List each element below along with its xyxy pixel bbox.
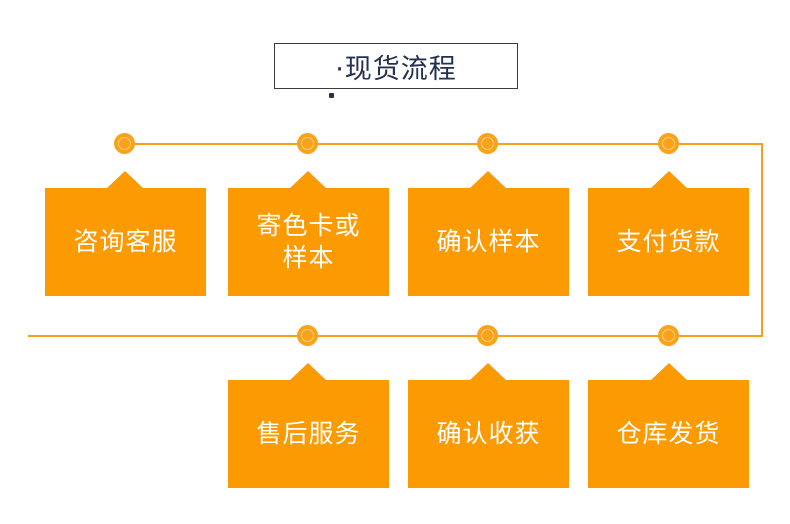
step-box-step-4[interactable]: 支付货款 xyxy=(588,188,749,296)
step-label-step-6: 确认收获 xyxy=(436,419,541,448)
step-box-step-1[interactable]: 咨询客服 xyxy=(45,188,206,296)
step-label-step-5: 仓库发货 xyxy=(616,419,721,448)
step-label-step-2: 寄色卡或 样本 xyxy=(256,211,361,272)
pointer-triangle-step-3 xyxy=(470,171,506,188)
pointer-triangle-step-7 xyxy=(290,363,326,380)
step-box-step-5[interactable]: 仓库发货 xyxy=(588,380,749,488)
title-frame xyxy=(274,43,518,89)
step-label-step-7: 售后服务 xyxy=(256,419,361,448)
node-dot-step-3[interactable] xyxy=(477,133,498,154)
node-dot-step-5[interactable] xyxy=(658,325,679,346)
page-title: ·现货流程 xyxy=(335,53,457,85)
title-bullet-icon xyxy=(329,93,334,98)
pointer-triangle-step-6 xyxy=(470,363,506,380)
connector-line-vertical-right xyxy=(761,143,763,337)
node-dot-step-7[interactable] xyxy=(297,325,318,346)
step-label-step-4: 支付货款 xyxy=(616,227,721,256)
pointer-triangle-step-4 xyxy=(651,171,687,188)
step-box-step-6[interactable]: 确认收获 xyxy=(408,380,569,488)
node-dot-step-1[interactable] xyxy=(114,133,135,154)
step-label-step-1: 咨询客服 xyxy=(73,227,178,256)
step-label-step-3: 确认样本 xyxy=(436,227,541,256)
connector-line-row1 xyxy=(124,143,763,145)
connector-line-row2 xyxy=(28,335,762,337)
pointer-triangle-step-5 xyxy=(651,363,687,380)
node-dot-step-6[interactable] xyxy=(477,325,498,346)
step-box-step-3[interactable]: 确认样本 xyxy=(408,188,569,296)
step-box-step-2[interactable]: 寄色卡或 样本 xyxy=(228,188,389,296)
pointer-triangle-step-1 xyxy=(107,171,143,188)
pointer-triangle-step-2 xyxy=(290,171,326,188)
step-box-step-7[interactable]: 售后服务 xyxy=(228,380,389,488)
node-dot-step-2[interactable] xyxy=(297,133,318,154)
node-dot-step-4[interactable] xyxy=(658,133,679,154)
